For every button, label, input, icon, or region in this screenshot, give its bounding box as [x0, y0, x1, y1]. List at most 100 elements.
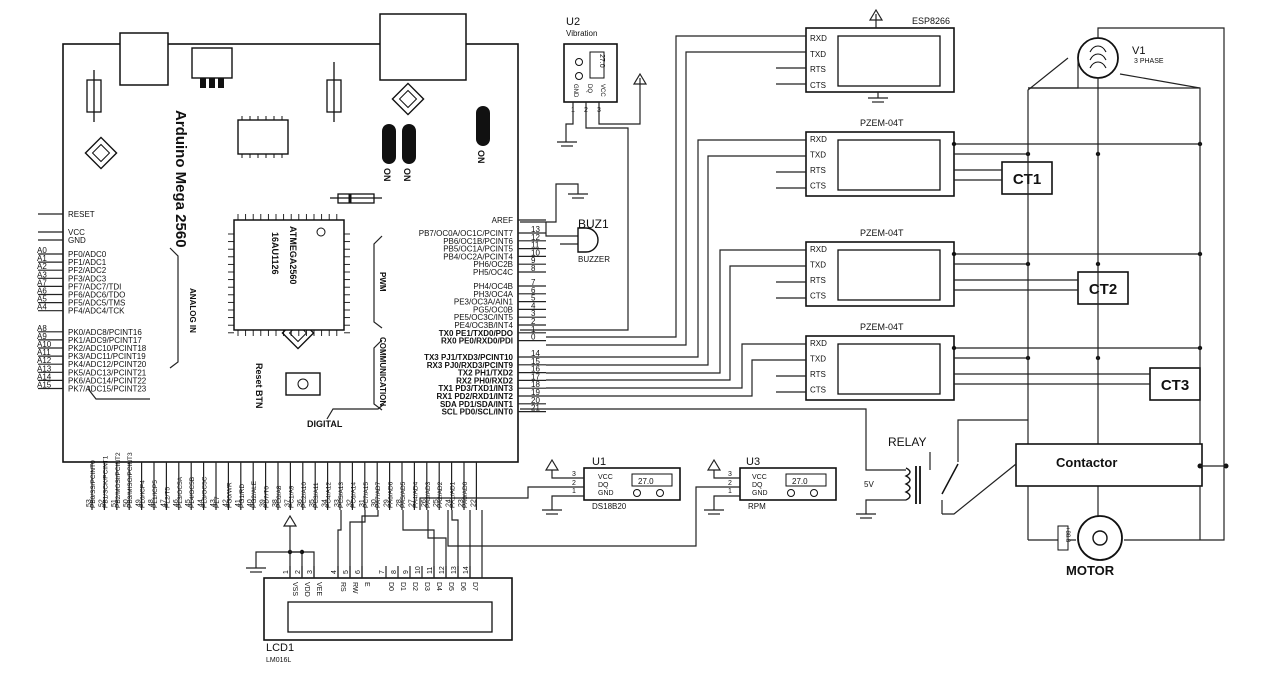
arduino-mega-board: Arduino Mega 2560 ATMEGA2560 16AU1126 Re… [37, 13, 546, 510]
mega-analog-pin-num: A11 [37, 348, 51, 357]
u2-vibration-sensor: U2 Vibration 27.0 GND DQ VCC 1 2 3 [520, 16, 648, 331]
mega-digital-pin-name: PB4/OC2A/PCINT4 [443, 252, 513, 261]
lcd-pin-num: 11 [427, 567, 434, 574]
mega-analog-pin-name: PF1/ADC1 [68, 258, 107, 267]
mega-bottom-pin-name: PB3/MISO/PCINT3 [127, 452, 134, 508]
lcd-pin-num: 14 [463, 566, 470, 574]
u1-num-2: 2 [572, 480, 576, 487]
mega-analog-pin-num: A7 [37, 278, 47, 287]
lcd-lm016l: LCD1 LM016L 1VSS2VDD3VEE4RS5RW6E7D08D19D… [246, 514, 513, 664]
mega-analog-pin-name: PK2/ADC10/PCINT18 [68, 344, 147, 353]
mega-bottom-pin-name: PB1/SCK/PCINT1 [102, 455, 109, 508]
mega-analog-pin-num: A0 [37, 246, 47, 255]
signal-wires [337, 35, 806, 578]
u2-ref: U2 [566, 16, 580, 28]
lcd-pin-name: D3 [423, 582, 430, 591]
mega-title: Arduino Mega 2560 [172, 110, 189, 248]
mega-digital-pin-num: 0 [531, 333, 536, 342]
pzem-pin-rts: RTS [810, 370, 826, 379]
u1-ref: U1 [592, 456, 606, 468]
lcd-pin-name: VSS [291, 582, 298, 596]
mega-bottom-pin-num: 47 [160, 499, 167, 507]
mega-bottom-pin-name: PC3/A11 [313, 482, 320, 508]
mega-bottom-pin-num: 49 [136, 499, 143, 507]
mega-analog-pin-num: A8 [37, 324, 47, 333]
u3-num-1: 1 [728, 488, 732, 495]
lcd-pin-num: 13 [451, 566, 458, 574]
mega-digital-pin-num: 12 [531, 233, 540, 242]
mega-bottom-pin-num: 42 [222, 499, 229, 507]
mega-digital-pin-name: RX3 PJ0/RXD3/PCINT9 [427, 361, 514, 370]
lcd-pin-name: RS [339, 582, 346, 592]
mega-digital-pin-name: PH5/OC4C [473, 268, 513, 277]
mega-digital-pin-num: 3 [531, 309, 536, 318]
mega-analog-pin-name: PK7/ADC15/PCINT23 [68, 385, 147, 394]
mega-digital-pin-num: 8 [531, 264, 536, 273]
mega-bottom-pin-name: PL5/OC5C [202, 476, 209, 508]
buzzer: BUZ1 BUZZER [520, 183, 610, 264]
lcd-pin-num: 4 [331, 570, 338, 574]
buzzer-desc: BUZZER [578, 255, 610, 264]
mega-bottom-pin-num: 27 [408, 499, 415, 507]
motor-meter: +88.8 [1064, 527, 1070, 543]
pzem-pin-txd: TXD [810, 261, 826, 270]
lcd-pin-name: RW [351, 582, 358, 594]
pzem-title: PZEM-04T [860, 228, 904, 238]
mega-digital-pin-num: 14 [531, 349, 540, 358]
mega-analog-pin-num: A2 [37, 262, 47, 271]
mega-analog-pin-num: A9 [37, 332, 47, 341]
esp-pin-rts: RTS [810, 65, 826, 74]
mega-bottom-pin-name: PA6/AD6 [388, 481, 395, 508]
lcd-pin-num: 5 [343, 570, 350, 574]
analog-in-label: ANALOG IN [188, 288, 197, 333]
mega-bottom-pin-name: PL0/ICP4 [140, 480, 147, 508]
u1-pin-dq: DQ [598, 482, 609, 489]
mega-bottom-pin-num: 52 [98, 499, 105, 507]
mega-bottom-pin-num: 30 [371, 499, 378, 507]
mega-digital-pin-num: 18 [531, 380, 540, 389]
mega-analog-pin-num: A14 [37, 372, 52, 381]
chip-label: ATMEGA2560 [288, 226, 298, 284]
mega-bottom-pin-name: PB2/MOSI/PCINT2 [115, 452, 122, 508]
mega-digital-pin-name: RX0 PE0/RXD0/PDI [441, 337, 513, 346]
mega-digital-pin-num: 7 [531, 278, 536, 287]
communication-label: COMMUNICATION [378, 337, 387, 406]
usb-chip [237, 119, 289, 155]
mega-digital-pin-name: RX1 PD2/RXD1/INT2 [437, 392, 514, 401]
mega-bottom-pin-name: PA5/AD5 [400, 481, 407, 508]
mega-bottom-pin-name: PA0/AD0 [462, 481, 469, 508]
lcd-pin-num: 1 [283, 570, 290, 574]
mega-bottom-pin-num: 34 [322, 499, 329, 507]
u3-num-3: 3 [728, 471, 732, 478]
mega-bottom-pin-num: 38 [272, 499, 279, 507]
mega-digital-pin-num: 1 [531, 325, 536, 334]
esp-pin-cts: CTS [810, 81, 826, 90]
mega-bottom-pin-name: PB0/SS/PCINT0 [90, 460, 97, 508]
ct-label-2: CT2 [1089, 281, 1117, 298]
mega-analog-pin-num: A10 [37, 340, 52, 349]
u3-desc: RPM [748, 502, 766, 511]
lcd-pin-num: 6 [355, 570, 362, 574]
mega-analog-pin-num: A13 [37, 364, 52, 373]
lcd-pin-num: 9 [403, 570, 410, 574]
mega-digital-pin-name: PH6/OC2B [473, 260, 513, 269]
mega-bottom-pin-num: 26 [421, 499, 428, 507]
lcd-pin-name: D5 [447, 582, 454, 591]
u1-num-1: 1 [572, 488, 576, 495]
pzem-pin-rts: RTS [810, 276, 826, 285]
mega-bottom-pin-name: PC6/A14 [350, 482, 357, 508]
mega-analog-pin-name: PF2/ADC2 [68, 266, 107, 275]
mega-bottom-pin-num: 45 [185, 499, 192, 507]
reset-button[interactable] [285, 372, 321, 396]
lcd-pin-name: VEE [315, 582, 322, 596]
u2-reading: 27.0 [598, 54, 605, 68]
ct-label-1: CT1 [1013, 171, 1041, 188]
mega-pin-reset: RESET [68, 210, 95, 219]
mega-digital-pin-name: TX2 PH1/TXD2 [458, 369, 514, 378]
digital-label: DIGITAL [307, 419, 343, 429]
buzzer-ref: BUZ1 [578, 217, 609, 231]
mega-analog-pin-name: PK3/ADC11/PCINT19 [68, 352, 146, 361]
mega-analog-pin-name: PF7/ADC7/TDI [68, 282, 121, 291]
